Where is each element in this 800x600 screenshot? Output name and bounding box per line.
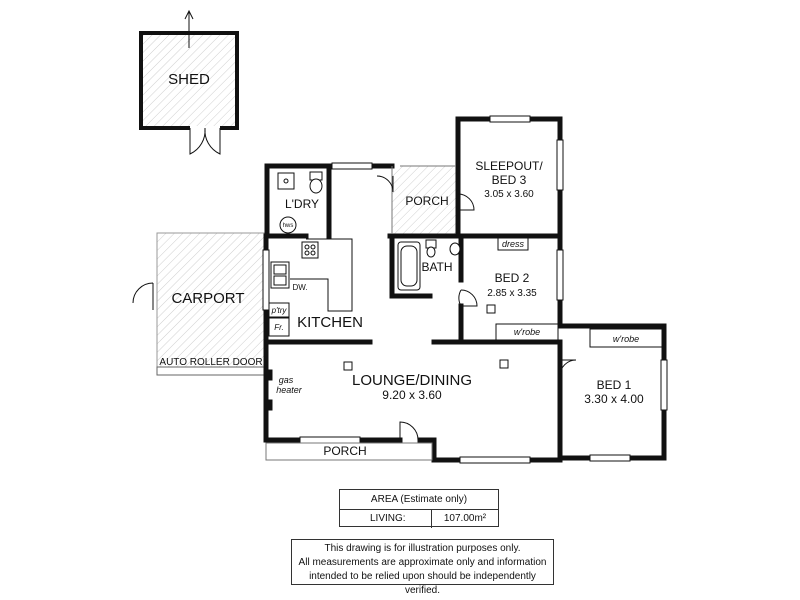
bed2-size: 2.85 x 3.35 bbox=[487, 288, 537, 299]
bed2-wrobe bbox=[495, 323, 559, 341]
house-walls bbox=[263, 116, 667, 463]
lounge-fixtures bbox=[266, 359, 509, 411]
carport-label: CARPORT bbox=[171, 290, 244, 307]
bed2-wrobe-label: w'robe bbox=[514, 327, 540, 337]
disclaimer-line2: All measurements are approximate only an… bbox=[298, 557, 547, 568]
north-arrow-icon bbox=[184, 9, 194, 48]
bed2-dress bbox=[497, 237, 529, 251]
kitchen-fixtures bbox=[268, 238, 353, 337]
pantry-label: p'try bbox=[271, 306, 288, 315]
dishwasher-label: DW. bbox=[292, 283, 307, 292]
bed2-label: BED 2 bbox=[495, 271, 530, 285]
area-title: AREA (Estimate only) bbox=[340, 490, 498, 510]
bed1-wrobe bbox=[589, 328, 663, 348]
bath-label: BATH bbox=[421, 260, 452, 274]
bed2-dress-label: dress bbox=[502, 239, 525, 249]
doors bbox=[376, 175, 577, 441]
area-table: AREA (Estimate only) LIVING: 107.00m² bbox=[339, 489, 499, 528]
bed2-ceiling-fan bbox=[486, 304, 496, 314]
shed: SHED bbox=[139, 9, 239, 155]
roller-door-label: AUTO ROLLER DOOR bbox=[159, 357, 262, 368]
porch-outlines bbox=[265, 165, 456, 461]
gas-heater-label-line2: heater bbox=[276, 385, 303, 395]
kitchen-label: KITCHEN bbox=[297, 314, 363, 331]
windows bbox=[262, 115, 668, 464]
hws-label: hws bbox=[283, 223, 294, 229]
porch-top-area bbox=[392, 166, 456, 234]
laundry-label: L'DRY bbox=[285, 197, 319, 211]
lounge-label: LOUNGE/DINING bbox=[352, 372, 472, 389]
laundry-fixtures bbox=[277, 171, 323, 234]
disclaimer-line3: intended to be relied upon should be ind… bbox=[309, 571, 536, 596]
disclaimer-line1: This drawing is for illustration purpose… bbox=[324, 543, 521, 554]
fridge-label: Fr. bbox=[274, 323, 283, 332]
porch-top-label: PORCH bbox=[405, 194, 448, 208]
carport: CARPORT AUTO ROLLER DOOR bbox=[132, 232, 266, 376]
shed-label: SHED bbox=[168, 71, 210, 88]
bed1-size: 3.30 x 4.00 bbox=[584, 392, 644, 406]
area-label: LIVING: bbox=[340, 510, 432, 528]
sleepout-label-line2: BED 3 bbox=[492, 173, 527, 187]
bed1-label: BED 1 bbox=[597, 378, 632, 392]
porch-bottom-label: PORCH bbox=[323, 444, 366, 458]
area-value: 107.00m² bbox=[443, 513, 487, 524]
disclaimer: This drawing is for illustration purpose… bbox=[291, 539, 554, 596]
bed1-wrobe-label: w'robe bbox=[613, 334, 639, 344]
bath-fixtures bbox=[397, 239, 461, 291]
gas-heater-label-line1: gas bbox=[279, 375, 294, 385]
sleepout-label-line1: SLEEPOUT/ bbox=[475, 159, 543, 173]
lounge-size: 9.20 x 3.60 bbox=[382, 388, 442, 402]
area-row: LIVING: 107.00m² bbox=[340, 510, 498, 528]
sleepout-size: 3.05 x 3.60 bbox=[484, 189, 534, 200]
